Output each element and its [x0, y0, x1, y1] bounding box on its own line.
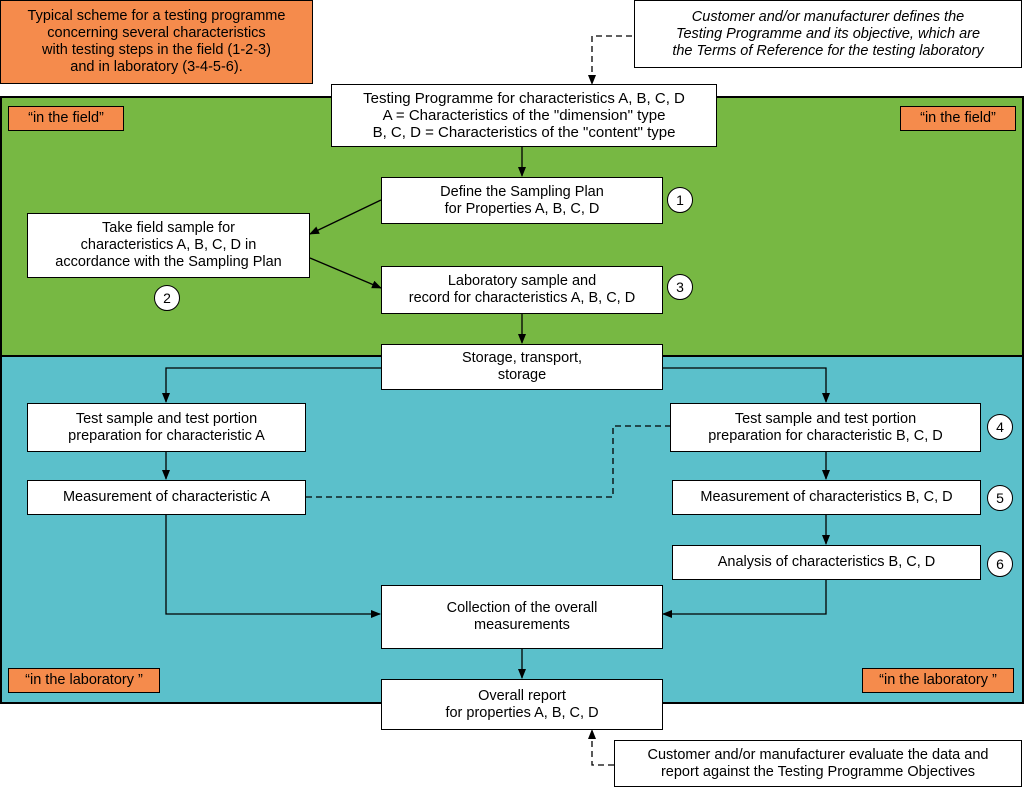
sampling-plan-box: Define the Sampling Plan for Properties …	[381, 177, 663, 224]
customer-evaluates-note: Customer and/or manufacturer evaluate th…	[614, 740, 1022, 787]
storage-box: Storage, transport, storage	[381, 344, 663, 390]
prep-a-box: Test sample and test portion preparation…	[27, 403, 306, 452]
collection-box: Collection of the overall measurements	[381, 585, 663, 649]
lab-label-right: “in the laboratory ”	[862, 668, 1014, 693]
step-badge-4: 4	[987, 414, 1013, 440]
step-badge-1: 1	[667, 187, 693, 213]
arrow-customer-evaluate-to-report	[588, 729, 614, 766]
lab-sample-box: Laboratory sample and record for charact…	[381, 266, 663, 314]
testing-programme-box: Testing Programme for characteristics A,…	[331, 84, 717, 147]
step-badge-6: 6	[987, 551, 1013, 577]
overall-report-box: Overall report for properties A, B, C, D	[381, 679, 663, 730]
field-sample-box: Take field sample for characteristics A,…	[27, 213, 310, 278]
step-badge-3: 3	[667, 274, 693, 300]
step-badge-5: 5	[987, 485, 1013, 511]
lab-label-left: “in the laboratory ”	[8, 668, 160, 693]
intro-note: Typical scheme for a testing programme c…	[0, 0, 313, 84]
prep-bcd-box: Test sample and test portion preparation…	[670, 403, 981, 452]
field-label-left: “in the field”	[8, 106, 124, 131]
analysis-bcd-box: Analysis of characteristics B, C, D	[672, 545, 981, 580]
measure-bcd-box: Measurement of characteristics B, C, D	[672, 480, 981, 515]
field-label-right: “in the field”	[900, 106, 1016, 131]
customer-defines-note: Customer and/or manufacturer defines the…	[634, 0, 1022, 68]
step-badge-2: 2	[154, 285, 180, 311]
arrow-customer-to-programme	[588, 35, 632, 85]
measure-a-box: Measurement of characteristic A	[27, 480, 306, 515]
